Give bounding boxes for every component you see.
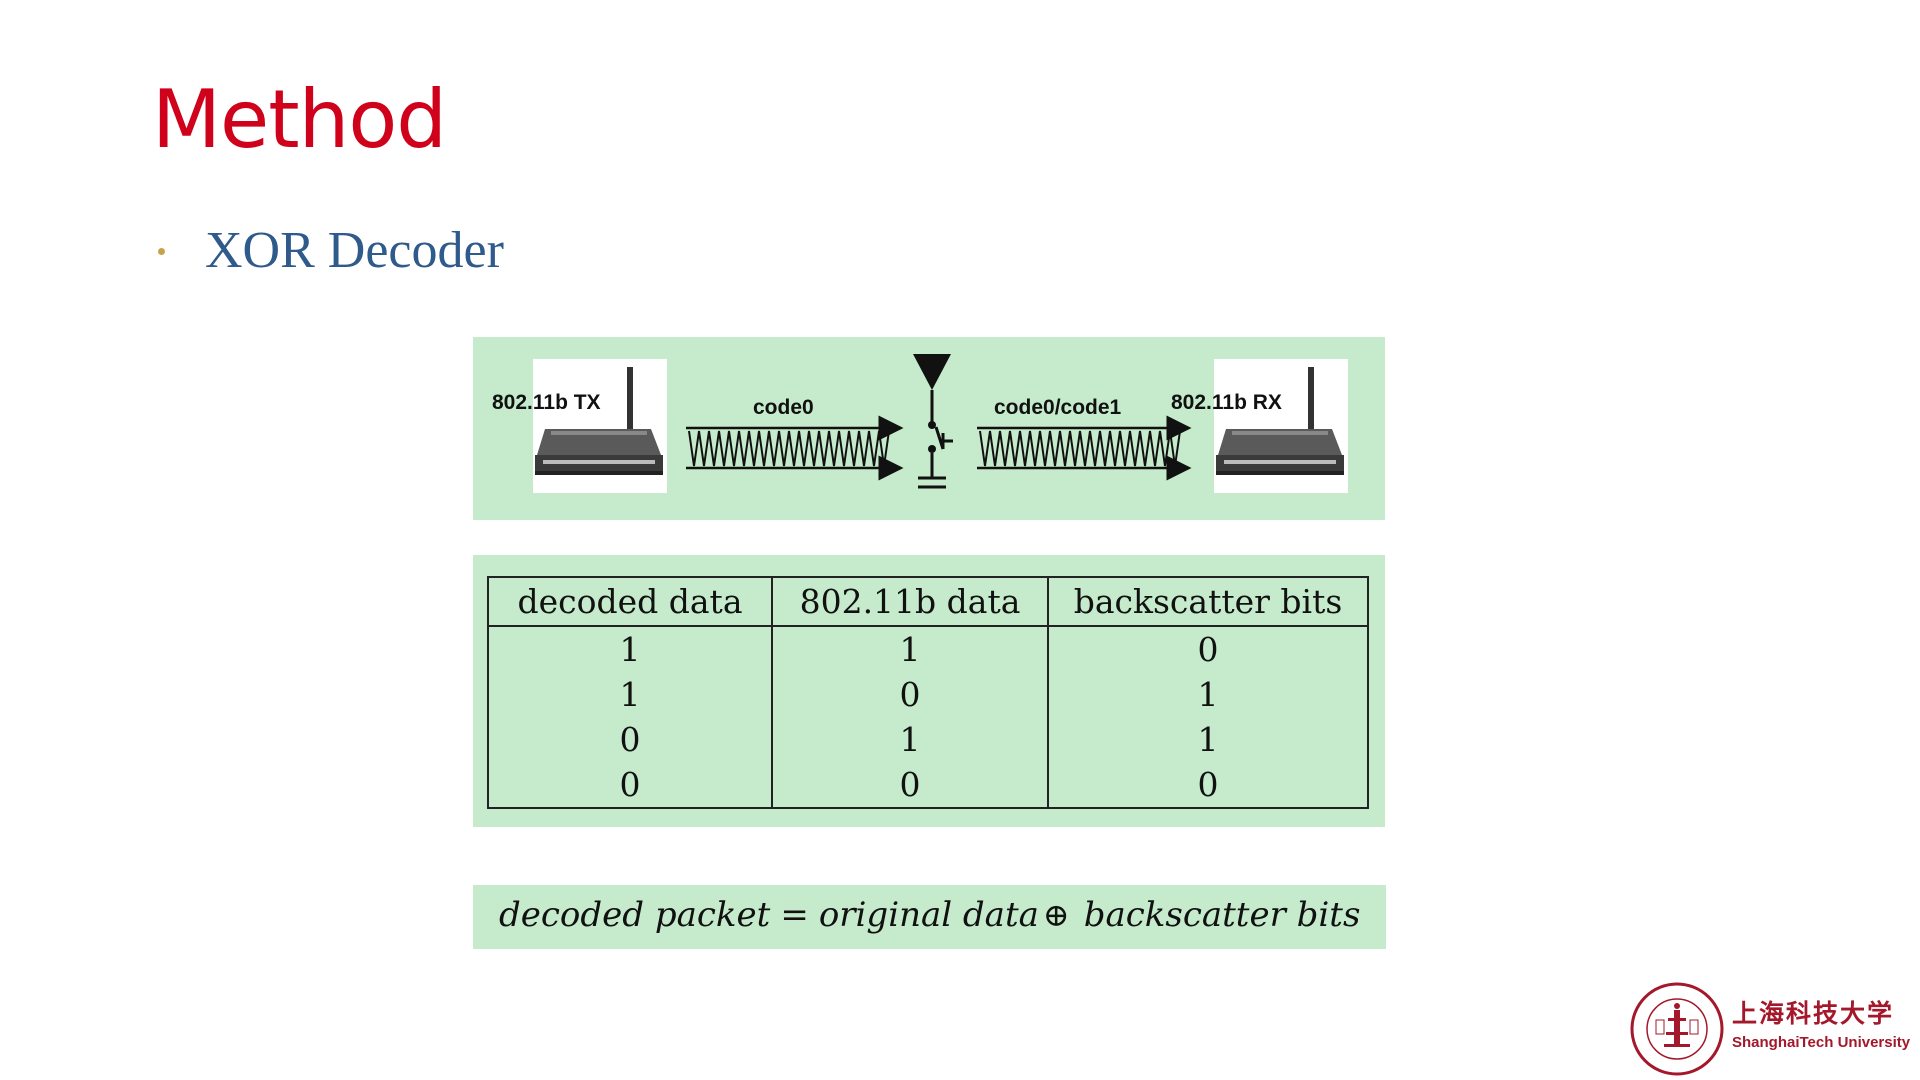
formula-panel: decoded packet=original data⊕ backscatter… xyxy=(473,885,1386,949)
forward-wave-arrow-icon xyxy=(686,415,904,481)
table-row: 0 1 1 xyxy=(487,717,1369,762)
xor-formula: decoded packet=original data⊕ backscatter… xyxy=(499,895,1360,935)
xor-operator-icon: ⊕ xyxy=(1042,896,1070,934)
diagram-signals xyxy=(686,354,1192,489)
university-name-chinese: 上海科技大学 xyxy=(1732,999,1895,1028)
table-cell: 1 xyxy=(771,717,1049,762)
university-name-english: ShanghaiTech University xyxy=(1732,1034,1911,1051)
formula-term-original: original data xyxy=(818,895,1039,935)
table-cell: 1 xyxy=(771,626,1049,672)
table-cell: 1 xyxy=(487,672,773,717)
bullet-dot-icon xyxy=(158,247,165,255)
formula-term-backscatter: backscatter bits xyxy=(1083,895,1361,935)
table-cell: 0 xyxy=(487,762,773,808)
tx-router-image xyxy=(533,359,667,493)
slide-title: Method xyxy=(152,73,447,166)
formula-lhs: decoded packet xyxy=(499,895,771,935)
university-seal-icon xyxy=(1630,982,1724,1076)
table-row: 0 0 0 xyxy=(487,762,1369,808)
table-cell: 0 xyxy=(1047,626,1369,672)
xor-truth-table-panel: decoded data 802.11b data backscatter bi… xyxy=(473,555,1385,827)
table-cell: 0 xyxy=(771,762,1049,808)
table-cell: 1 xyxy=(1047,717,1369,762)
bullet-text: XOR Decoder xyxy=(205,222,504,279)
table-header-row: decoded data 802.11b data backscatter bi… xyxy=(487,576,1369,627)
table-cell: 0 xyxy=(1047,762,1369,808)
router-icon xyxy=(535,367,663,475)
backscatter-wave-arrow-icon xyxy=(977,415,1192,481)
column-header: backscatter bits xyxy=(1047,576,1369,627)
router-icon xyxy=(1216,367,1344,475)
table-row: 1 1 0 xyxy=(487,626,1369,672)
rx-label: 802.11b RX xyxy=(1171,391,1282,414)
tx-label: 802.11b TX xyxy=(492,391,601,414)
ground-icon xyxy=(918,476,946,489)
antenna-switch-icon xyxy=(913,354,953,477)
university-logo: 上海科技大学 ShanghaiTech University xyxy=(1628,980,1918,1076)
system-diagram: 802.11b TX 802.11b RX code0 code0/code1 xyxy=(473,337,1385,520)
table-cell: 0 xyxy=(487,717,773,762)
formula-equals: = xyxy=(780,895,809,935)
rx-router-image xyxy=(1214,359,1348,493)
table-cell: 1 xyxy=(487,626,773,672)
column-header: decoded data xyxy=(487,576,773,627)
forward-code-label: code0 xyxy=(753,396,814,419)
xor-truth-table: decoded data 802.11b data backscatter bi… xyxy=(487,576,1369,809)
column-header: 802.11b data xyxy=(771,576,1049,627)
bullet-item: XOR Decoder xyxy=(158,225,504,277)
backscatter-code-label: code0/code1 xyxy=(994,396,1122,419)
table-cell: 1 xyxy=(1047,672,1369,717)
table-cell: 0 xyxy=(771,672,1049,717)
table-row: 1 0 1 xyxy=(487,672,1369,717)
